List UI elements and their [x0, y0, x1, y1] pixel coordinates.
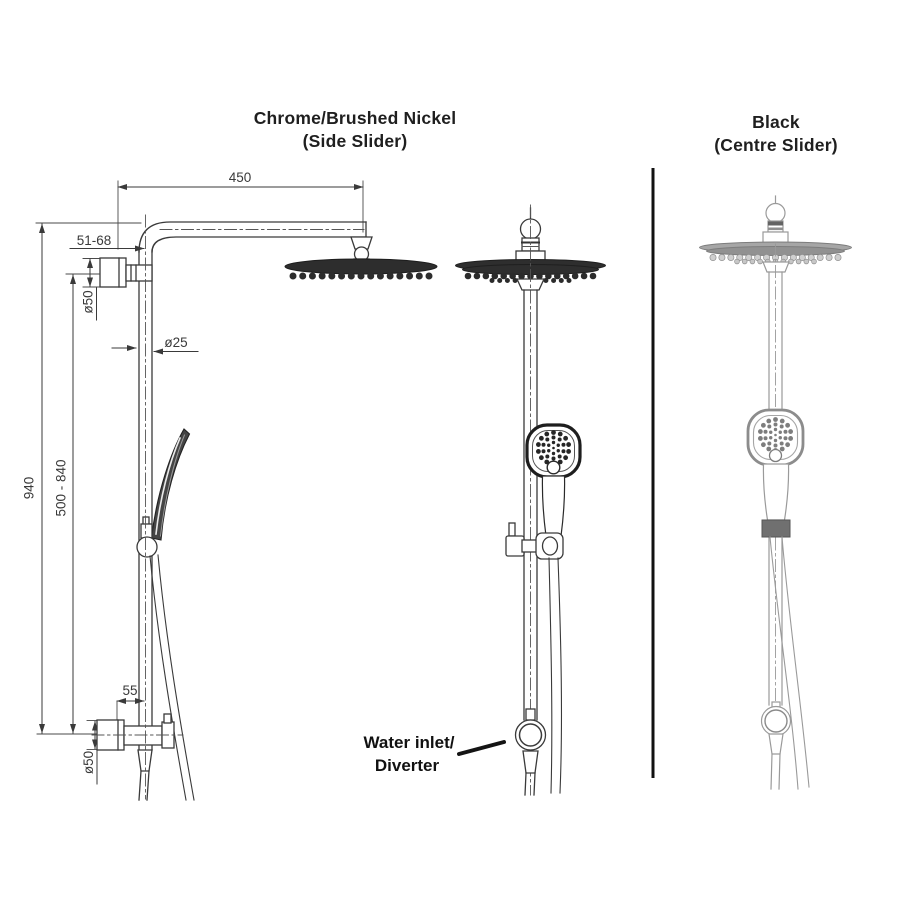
slide-rail-chrome	[523, 289, 538, 721]
wall-bracket-top	[99, 257, 153, 288]
head-collar-black	[762, 261, 790, 273]
overhead-arm	[138, 221, 367, 253]
shower-hose-chrome	[548, 557, 563, 794]
side-dimension-labels: 450 51-68 ø50 ø25 940 500 - 840 55 ø50	[22, 170, 252, 774]
slider-holder-side	[136, 516, 158, 558]
hand-shower-front-black	[746, 408, 805, 521]
diverter-black	[760, 701, 792, 790]
callout-pointer-line	[457, 740, 506, 756]
water-inlet-callout: Water inlet/ Diverter	[364, 733, 506, 775]
shower-hose-side	[149, 554, 195, 801]
title-left-line1: Chrome/Brushed Nickel	[254, 108, 457, 128]
rain-head-black-nozzle-row	[709, 254, 842, 261]
water-inlet-side	[96, 713, 175, 801]
spray-mode-button-chrome	[546, 460, 561, 475]
head-collar-chrome	[515, 278, 546, 291]
slider-bracket-chrome	[505, 522, 564, 560]
title-right-line2: (Centre Slider)	[714, 135, 838, 155]
dim-500-840-label: 500 - 840	[54, 459, 69, 516]
hand-shower-side	[150, 428, 191, 541]
dim-o50-bottom-label: ø50	[81, 751, 96, 774]
water-inlet-label-line1: Water inlet/	[364, 733, 455, 752]
chrome-front-view	[455, 204, 606, 796]
water-inlet-label-line2: Diverter	[375, 756, 440, 775]
title-right-line1: Black	[752, 112, 800, 132]
black-front-view	[699, 195, 852, 790]
side-dimension-lines	[35, 180, 364, 785]
diverter-chrome	[514, 708, 547, 796]
dim-o50-top-label: ø50	[81, 290, 96, 313]
spray-mode-button-black	[768, 448, 783, 463]
shower-hose-black	[769, 536, 810, 790]
rain-head-chrome-nozzle-row	[464, 272, 597, 280]
dim-940-label: 940	[22, 477, 37, 500]
title-left-line2: (Side Slider)	[303, 131, 408, 151]
riser-pipe	[138, 249, 153, 751]
dim-o25-label: ø25	[164, 335, 187, 350]
dim-51-68-label: 51-68	[77, 233, 112, 248]
black-top-swivel	[762, 195, 789, 245]
rain-head-side	[284, 258, 438, 280]
dim-450-label: 450	[229, 170, 252, 185]
hand-shower-face-dots-black	[757, 417, 794, 453]
dim-55-label: 55	[122, 683, 137, 698]
hand-shower-front-chrome	[525, 423, 582, 537]
side-view-drawing	[35, 180, 438, 801]
rain-head-side-nozzles	[289, 272, 433, 280]
hand-shower-face-dots-chrome	[535, 430, 572, 466]
slider-band-black	[761, 519, 791, 538]
